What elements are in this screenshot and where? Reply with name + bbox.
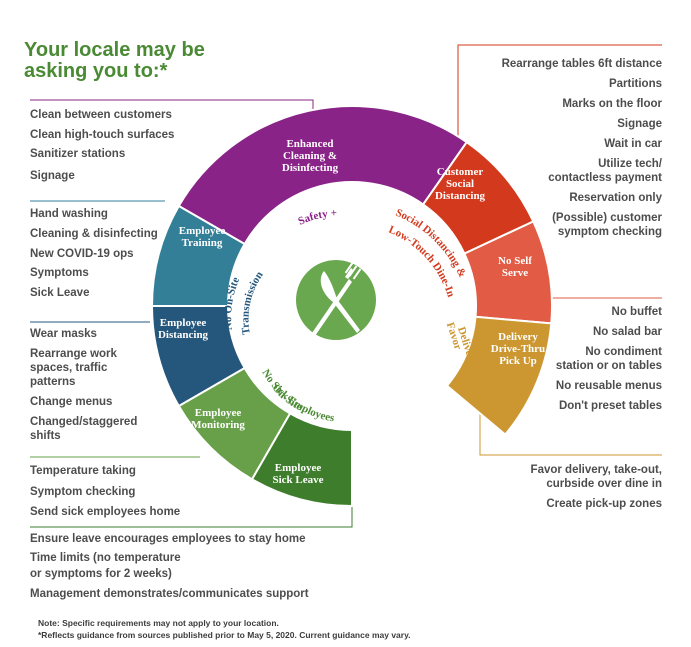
customer-distancing-list: Rearrange tables 6ft distance Partitions… [502, 57, 662, 239]
segment-label: Employee [195, 407, 242, 419]
list-item: Change menus [30, 396, 113, 408]
list-item: station or on tables [555, 360, 662, 372]
list-item: Clean high-touch surfaces [30, 128, 175, 141]
list-item: No buffet [611, 306, 662, 318]
list-item: Clean between customers [30, 109, 172, 121]
list-item: patterns [30, 376, 76, 388]
list-item: Management demonstrates/communicates sup… [30, 588, 309, 600]
segment-label: Employee [275, 462, 322, 474]
list-item: symptom checking [557, 226, 662, 238]
delivery-list: Favor delivery, take-out, curbside over … [531, 463, 662, 511]
list-item: Wear masks [30, 328, 97, 340]
list-item: curbside over dine in [546, 478, 662, 490]
list-item: Changed/staggered [30, 416, 138, 428]
segment-label: Distancing [158, 329, 209, 341]
segment-label: Drive-Thru [491, 343, 545, 355]
cleaning-list: Clean between customers Clean high-touch… [30, 106, 174, 186]
list-item: or symptoms for 2 weeks) [30, 568, 172, 580]
segment-label: Monitoring [191, 419, 245, 431]
list-item: shifts [30, 430, 61, 442]
list-item: No condiment [585, 346, 662, 358]
self-serve-list: No buffet No salad bar No condiment stat… [556, 305, 662, 413]
list-item: Signage [617, 118, 662, 130]
segment-label: Customer [437, 166, 484, 178]
segment-label: No Self [498, 255, 532, 267]
footnote-2: *Reflects guidance from sources publishe… [38, 630, 411, 640]
list-item: contactless payment [548, 172, 662, 184]
list-item: Don't preset tables [558, 400, 662, 412]
footnote-1: Note: Specific requirements may not appl… [38, 618, 279, 628]
segment-label: Training [182, 237, 223, 249]
training-list: Hand washing Cleaning & disinfecting New… [30, 205, 158, 304]
list-item: Reservation only [569, 192, 662, 204]
list-item: spaces, traffic [30, 362, 108, 374]
list-item: Utilize tech/ [598, 158, 662, 170]
list-item: Cleaning & disinfecting [30, 227, 158, 240]
page-title: Your locale may be asking you to:* [24, 40, 205, 82]
list-item: Time limits (no temperature [30, 552, 181, 564]
segment-label: Delivery [498, 331, 538, 343]
segment-label: Distancing [435, 190, 486, 202]
inner-label-social-line2: Low-Touch Dine-In [387, 224, 457, 299]
fork-and-knife-icon [312, 262, 362, 336]
inner-label-onsite-line2: Transmission [239, 269, 265, 335]
segment-delivery-drive-thru [445, 315, 553, 436]
sick-leave-list: Ensure leave encourages employees to sta… [30, 532, 309, 601]
segment-label: Employee [179, 225, 226, 237]
list-item: Wait in car [604, 138, 662, 150]
segment-label: Social [446, 178, 474, 190]
segment-label: Sick Leave [272, 474, 323, 486]
title-line-1: Your locale may be [24, 39, 205, 61]
list-item: Send sick employees home [30, 506, 181, 518]
list-item: Favor delivery, take-out, [530, 464, 662, 476]
list-item: Partitions [608, 78, 662, 90]
list-item: Sanitizer stations [30, 148, 126, 160]
list-item: Sick Leave [30, 287, 90, 300]
list-item: Symptom checking [30, 485, 136, 498]
segment-label: Enhanced [286, 138, 333, 150]
segment-label: Disinfecting [282, 162, 339, 174]
list-item: (Possible) customer [552, 212, 662, 224]
segment-employee-training [150, 204, 246, 307]
segment-label: Cleaning & [283, 150, 337, 162]
segment-label: Pick Up [499, 355, 537, 367]
distancing-list: Wear masks Rearrange work spaces, traffi… [30, 327, 137, 443]
list-item: Symptoms [30, 267, 89, 280]
list-item: New COVID-19 ops [30, 247, 134, 260]
monitoring-list: Temperature taking Symptom checking Send… [30, 461, 180, 523]
list-item: Signage [30, 169, 75, 182]
list-item: Rearrange tables 6ft distance [501, 58, 662, 70]
list-item: Ensure leave encourages employees to sta… [30, 533, 306, 545]
title-line-2: asking you to:* [24, 60, 168, 82]
segment-enhanced-cleaning [177, 105, 469, 246]
list-item: Create pick-up zones [546, 498, 662, 510]
list-item: No reusable menus [555, 380, 662, 392]
list-item: Marks on the floor [562, 98, 662, 110]
list-item: Temperature taking [30, 465, 136, 477]
list-item: Hand washing [30, 208, 108, 220]
inner-label-safety: Safety + [296, 207, 337, 228]
segment-label: Employee [160, 317, 207, 329]
list-item: Rearrange work [30, 348, 117, 360]
segment-label: Serve [502, 267, 528, 279]
list-item: No salad bar [592, 326, 662, 338]
